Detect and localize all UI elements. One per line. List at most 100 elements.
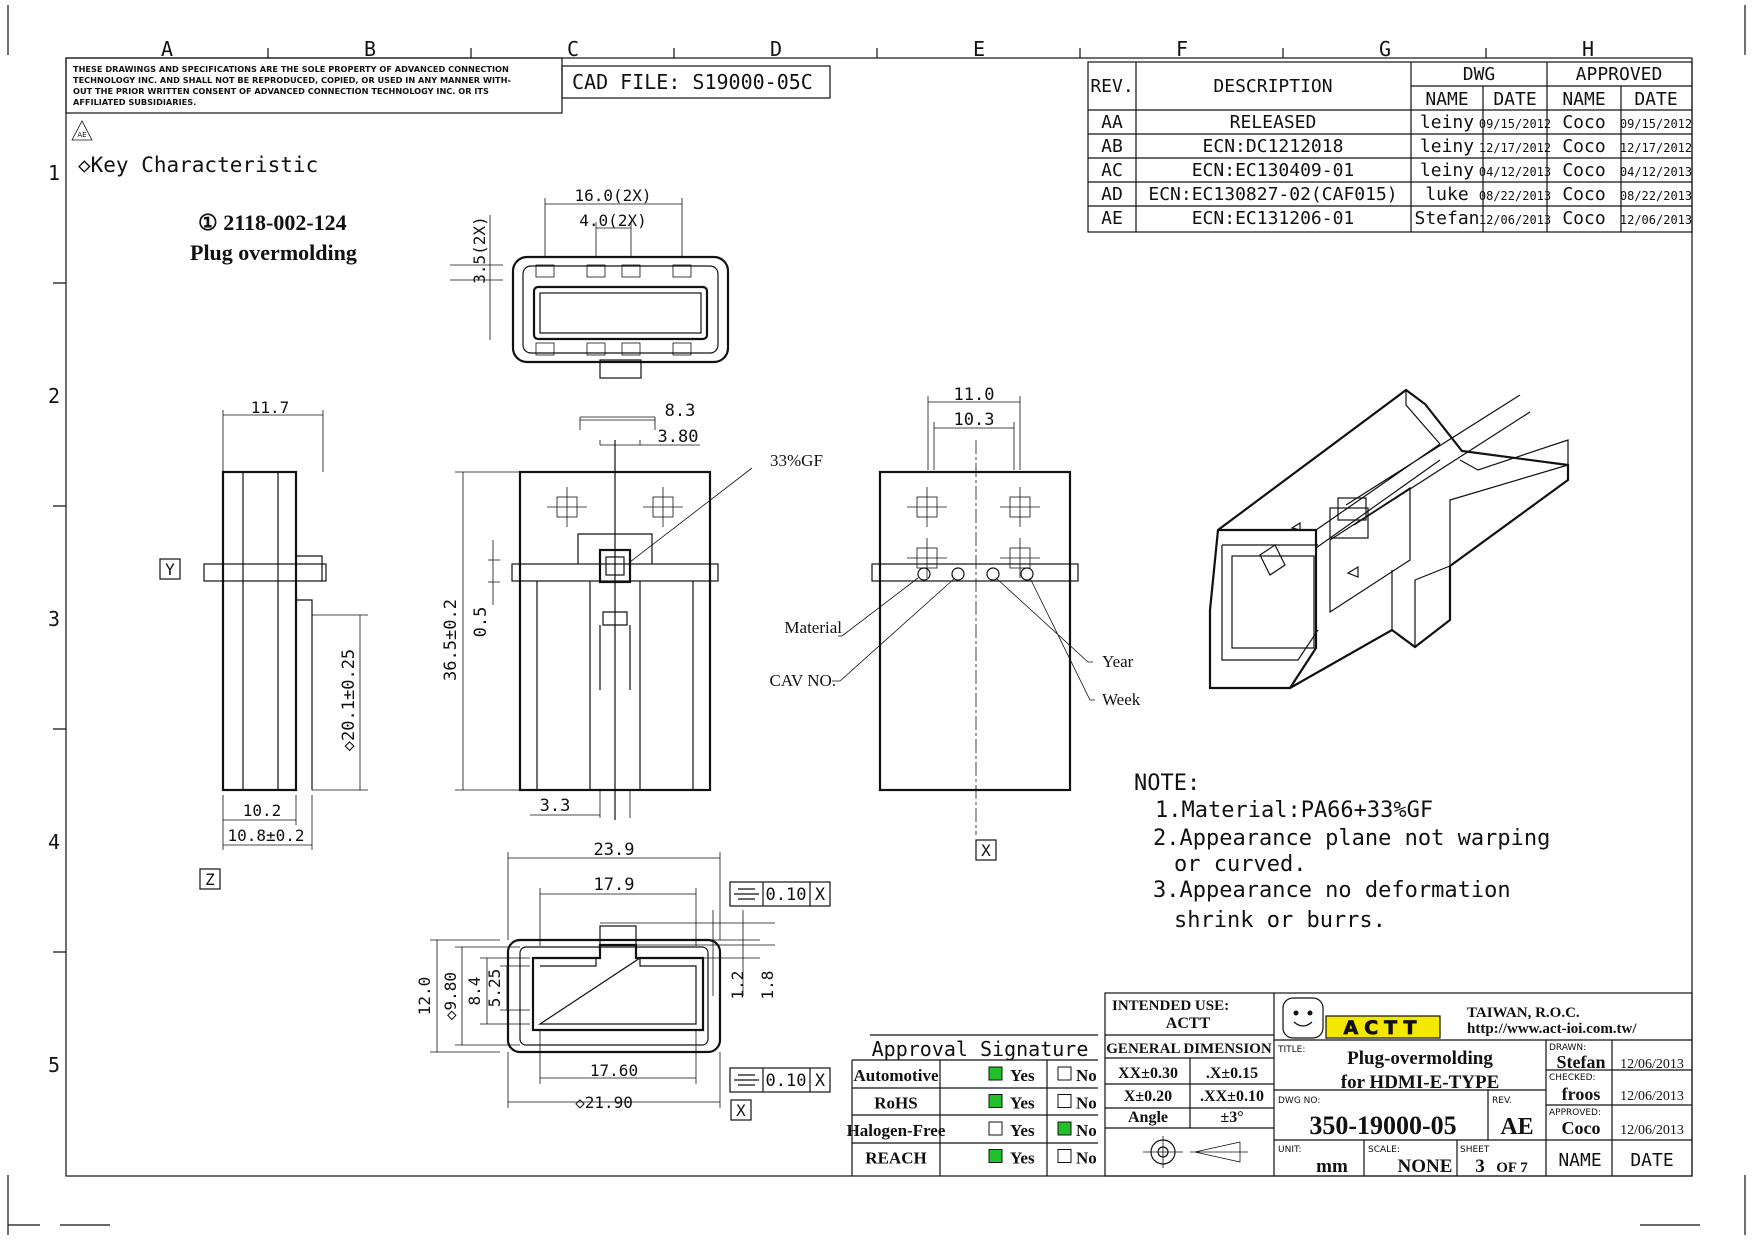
dim-4-2x: 4.0(2X) xyxy=(579,211,646,230)
approval-no-checkbox[interactable] xyxy=(1057,1094,1072,1108)
rev-cell-dwg-date: 12/06/2013 xyxy=(1479,213,1551,227)
row-label-5: 5 xyxy=(48,1053,60,1077)
scale-label: SCALE: xyxy=(1368,1145,1400,1155)
dim-1-2: 1.2 xyxy=(728,971,747,1000)
rev-cell-dwg-date: 09/15/2012 xyxy=(1479,117,1551,131)
rev-cell-rev: AC xyxy=(1101,160,1123,181)
gd-r2b: .XX±0.10 xyxy=(1200,1088,1264,1105)
rev-cell-app-date: 04/12/2013 xyxy=(1620,165,1692,179)
col-label-e: E xyxy=(973,37,985,61)
app-name-header: NAME xyxy=(1562,89,1605,110)
dwg-no: 350-19000-05 xyxy=(1309,1111,1456,1140)
rev-cell-description: ECN:EC130409-01 xyxy=(1192,160,1355,181)
dim-1-8: 1.8 xyxy=(758,971,777,1000)
note-3a: 3.Appearance no deformation xyxy=(1153,878,1511,903)
dim-17-60: 17.60 xyxy=(590,1061,638,1080)
dim-20-1: ◇20.1±0.25 xyxy=(339,649,359,751)
part-number: ① 2118-002-124 xyxy=(198,210,347,235)
dim-5-25: 5.25 xyxy=(485,969,504,1008)
col-label-b: B xyxy=(364,37,376,61)
approval-yes-label: Yes xyxy=(1010,1149,1035,1168)
sheet-label: SHEET xyxy=(1460,1145,1490,1155)
rev-cell-description: ECN:DC1212018 xyxy=(1203,136,1344,157)
col-label-h: H xyxy=(1582,37,1594,61)
rev-cell-dwg-date: 04/12/2013 xyxy=(1479,165,1551,179)
corner-marks xyxy=(7,5,1746,1235)
approval-yes-label: Yes xyxy=(1010,1121,1035,1140)
rev-cell-dwg-name: Stefan xyxy=(1414,208,1479,229)
approval-row-label: Automotive xyxy=(854,1066,939,1085)
label-year: Year xyxy=(1102,652,1134,671)
title-line-2: for HDMI-E-TYPE xyxy=(1341,1072,1500,1093)
company-url: http://www.act-ioi.com.tw/ xyxy=(1467,1021,1637,1037)
rev-value: AE xyxy=(1500,1114,1533,1140)
tolerance-value-top: 0.10 xyxy=(766,885,807,905)
rev-cell-rev: AA xyxy=(1101,112,1123,133)
dim-12-0: 12.0 xyxy=(415,977,434,1016)
border-frame xyxy=(65,57,1693,1177)
dim-10-8: 10.8±0.2 xyxy=(227,826,304,845)
title-label: TITLE: xyxy=(1277,1045,1305,1055)
dim-10-2: 10.2 xyxy=(243,801,282,820)
rev-cell-description: RELEASED xyxy=(1230,112,1317,133)
label-material: Material xyxy=(784,618,842,637)
rev-cell-dwg-name: leiny xyxy=(1420,112,1474,133)
note-1: 1.Material:PA66+33%GF xyxy=(1155,798,1433,823)
notice-box: THESE DRAWINGS AND SPECIFICATIONS ARE TH… xyxy=(65,57,563,141)
gd-r3b: ±3° xyxy=(1220,1109,1243,1126)
dim-0-5: 0.5 xyxy=(471,607,491,638)
date-header: DATE xyxy=(1630,1150,1673,1171)
row-ticks xyxy=(53,282,66,953)
rev-cell-app-date: 08/22/2013 xyxy=(1620,189,1692,203)
approval-yes-checkbox[interactable] xyxy=(988,1066,1003,1081)
approval-no-checkbox[interactable] xyxy=(1057,1121,1072,1136)
checked-label: CHECKED: xyxy=(1549,1073,1596,1083)
revision-table: REV. DESCRIPTION DWG APPROVED NAME DATE … xyxy=(1087,61,1693,233)
rev-cell-app-name: Coco xyxy=(1562,184,1605,205)
isometric-view xyxy=(1208,388,1570,690)
rev-header: REV. xyxy=(1090,76,1133,97)
approved-label: APPROVED: xyxy=(1549,1108,1601,1118)
drawn-name: Stefan xyxy=(1557,1052,1606,1072)
rev-cell-rev: AB xyxy=(1101,136,1123,157)
approval-yes-checkbox[interactable] xyxy=(988,1094,1003,1108)
rev-cell-app-name: Coco xyxy=(1562,160,1605,181)
unit-label: UNIT: xyxy=(1278,1145,1302,1155)
logo-text: ACTT xyxy=(1343,1017,1422,1039)
scale-value: NONE xyxy=(1398,1156,1453,1177)
front-view: 8.3 3.80 33%GF 0.5 36.5±0.2 3.3 xyxy=(441,401,823,820)
col-label-f: F xyxy=(1176,37,1188,61)
approval-no-label: No xyxy=(1076,1149,1097,1168)
name-header: NAME xyxy=(1558,1150,1601,1171)
approval-no-checkbox[interactable] xyxy=(1057,1149,1072,1163)
datum-y: Y xyxy=(165,560,175,579)
dim-11-0: 11.0 xyxy=(954,385,995,405)
dim-23-9: 23.9 xyxy=(594,840,635,860)
dim-17-9: 17.9 xyxy=(594,875,635,895)
approval-no-label: No xyxy=(1076,1121,1097,1140)
title-line-1: Plug-overmolding xyxy=(1347,1048,1493,1069)
notice-line-1: THESE DRAWINGS AND SPECIFICATIONS ARE TH… xyxy=(73,64,509,74)
row-label-1: 1 xyxy=(48,161,60,185)
approval-no-checkbox[interactable] xyxy=(1057,1066,1072,1081)
revision-triangle-icon xyxy=(71,120,93,141)
column-labels: A B C D E F G H xyxy=(161,37,1594,61)
dim-16-2x: 16.0(2X) xyxy=(574,186,651,205)
approval-yes-checkbox[interactable] xyxy=(988,1121,1003,1136)
rev-cell-dwg-date: 08/22/2013 xyxy=(1479,189,1551,203)
dim-10-3: 10.3 xyxy=(954,410,995,430)
gd-r3a: Angle xyxy=(1128,1109,1168,1126)
rev-cell-app-name: Coco xyxy=(1562,112,1605,133)
sheet-of: OF 7 xyxy=(1496,1160,1528,1176)
rev-cell-rev: AD xyxy=(1101,184,1123,205)
app-date-header: DATE xyxy=(1634,89,1677,110)
approved-name: Coco xyxy=(1562,1118,1601,1138)
dim-3-5-2x: 3.5(2X) xyxy=(470,216,489,283)
gd-r1a: XX±0.30 xyxy=(1118,1065,1178,1082)
approval-yes-checkbox[interactable] xyxy=(988,1149,1003,1163)
rev-cell-app-date: 09/15/2012 xyxy=(1620,117,1692,131)
cad-file-box xyxy=(561,65,831,99)
approval-row-label: REACH xyxy=(865,1149,926,1168)
notice-badge: AE xyxy=(77,131,86,139)
